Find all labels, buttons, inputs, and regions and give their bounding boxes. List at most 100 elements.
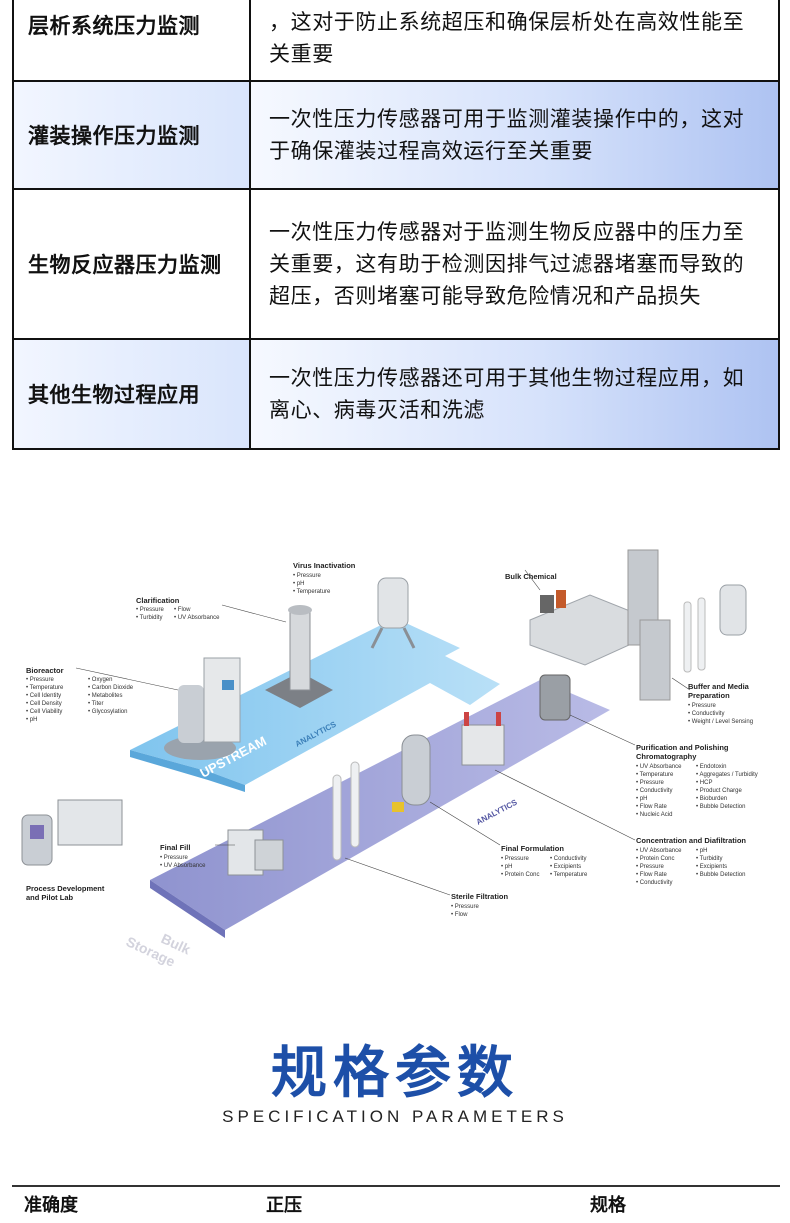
svg-text:• Metabolites: • Metabolites [88,693,122,699]
svg-text:Sterile Filtration: Sterile Filtration [451,892,509,901]
svg-text:• Conductivity: • Conductivity [636,788,672,794]
final-fill-equipment-icon [227,829,284,876]
svg-text:• Bioburden: • Bioburden [696,796,727,802]
svg-text:• Glycosylation: • Glycosylation [88,709,127,715]
table-row: 其他生物过程应用 一次性压力传感器还可用于其他生物过程应用，如离心、病毒灭活和洗… [14,340,778,448]
svg-text:• Temperature: • Temperature [293,589,331,595]
application-name: 层析系统压力监测 [14,0,251,80]
bioreactor-equipment-icon [164,657,241,760]
svg-text:• Flow: • Flow [451,912,468,918]
callout-lines [75,569,691,896]
bioreactor-label: Bioreactor • Pressure • Temperature • Ce… [26,666,134,723]
virus-inactivation-label: Virus Inactivation • Pressure • pH • Tem… [293,561,356,595]
spec-header-spec: 规格 [590,1195,626,1216]
svg-text:Process Development: Process Development [26,884,105,893]
svg-text:• Pressure: • Pressure [636,780,664,786]
clarification-equipment-icon [265,605,333,708]
clarification-label: Clarification • Pressure • Flow • Turbid… [136,596,220,621]
pilot-lab-equipment-icon [21,799,123,866]
svg-text:and Pilot Lab: and Pilot Lab [26,893,74,902]
svg-text:Buffer and Media: Buffer and Media [688,682,750,691]
application-description: 一次性压力传感器可用于监测灌装操作中的，这对于确保灌装过程高效运行至关重要 [251,82,778,188]
bulk-chemical-equipment-icon [529,549,659,666]
svg-text:• Pressure: • Pressure [293,573,321,579]
application-name: 生物反应器压力监测 [14,190,251,338]
table-row: 灌装操作压力监测 一次性压力传感器可用于监测灌装操作中的，这对于确保灌装过程高效… [14,82,778,190]
svg-text:• Protein Conc: • Protein Conc [501,872,539,878]
table-row: 生物反应器压力监测 一次性压力传感器对于监测生物反应器中的压力至关重要，这有助于… [14,190,778,340]
bulk-chemical-label: Bulk Chemical [505,572,557,581]
svg-text:• Aggregates / Turbidity: • Aggregates / Turbidity [696,772,758,778]
svg-text:• pH: • pH [501,864,512,870]
svg-text:• Turbidity: • Turbidity [696,856,722,862]
svg-text:• Pressure: • Pressure [688,703,716,709]
process-development-label: Process Development and Pilot Lab [26,884,105,902]
svg-text:Concentration and Diafiltratio: Concentration and Diafiltration [636,836,746,845]
svg-text:Chromatography: Chromatography [636,752,697,761]
svg-text:• Protein Conc: • Protein Conc [636,856,674,862]
svg-text:• Excipients: • Excipients [550,864,581,870]
svg-text:• Bubble Detection: • Bubble Detection [696,872,745,878]
purification-label: Purification and Polishing Chromatograph… [636,743,758,818]
svg-text:• Pressure: • Pressure [501,856,529,862]
svg-text:Virus Inactivation: Virus Inactivation [293,561,356,570]
svg-text:Bioreactor: Bioreactor [26,666,64,675]
spec-table-header: 准确度 正压 规格 [12,1185,780,1223]
svg-text:• Excipients: • Excipients [696,864,727,870]
svg-text:• Pressure: • Pressure [26,677,54,683]
svg-text:Preparation: Preparation [688,691,730,700]
svg-text:• Bubble Detection: • Bubble Detection [696,804,745,810]
svg-text:• Flow Rate: • Flow Rate [636,804,667,810]
final-fill-label: Final Fill • Pressure • UV Absorbance [160,843,206,869]
svg-text:• HCP: • HCP [696,780,712,786]
bioprocess-illustration: UPSTREAM ANALYTICS DOWNSTREAM ANALYTICS … [21,549,758,970]
application-description: ，这对于防止系统超压和确保层析处在高效性能至关重要 [269,10,745,66]
sterile-filtration-equipment-icon [332,761,360,861]
svg-text:• Oxygen: • Oxygen [88,677,112,683]
spec-title: 规格参数 [271,1041,519,1106]
svg-text:Final Fill: Final Fill [160,843,190,852]
svg-text:• Flow Rate: • Flow Rate [636,872,667,878]
svg-text:• Conductivity: • Conductivity [550,856,586,862]
svg-text:• UV Absorbance: • UV Absorbance [174,615,220,621]
svg-text:• Carbon Dioxide: • Carbon Dioxide [88,685,134,691]
svg-text:• Flow: • Flow [174,607,191,613]
analytics-label: ANALYTICS [475,797,520,826]
svg-text:• Temperature: • Temperature [550,872,588,878]
svg-text:• pH: • pH [636,796,647,802]
svg-text:• Conductivity: • Conductivity [688,711,724,717]
svg-text:• Cell Identity: • Cell Identity [26,693,61,699]
svg-text:• Weight / Level Sensing: • Weight / Level Sensing [688,719,753,725]
final-formulation-label: Final Formulation • Pressure • pH • Prot… [501,844,588,878]
application-name: 灌装操作压力监测 [14,82,251,188]
spec-header-accuracy: 准确度 [24,1195,78,1216]
svg-text:• pH: • pH [26,717,37,723]
svg-text:• Turbidity: • Turbidity [136,615,162,621]
svg-text:• Pressure: • Pressure [636,864,664,870]
bulk-storage-label: Bulk Storage [124,930,193,970]
application-table: 层析系统压力监测 ，这对于防止系统超压和确保层析处在高效性能至关重要 灌装操作压… [12,0,780,450]
table-row: 层析系统压力监测 ，这对于防止系统超压和确保层析处在高效性能至关重要 [14,0,778,82]
svg-text:• UV Absorbance: • UV Absorbance [636,764,682,770]
svg-text:• Nucleic Acid: • Nucleic Acid [636,812,672,818]
svg-text:• pH: • pH [293,581,304,587]
svg-text:• Pressure: • Pressure [451,904,479,910]
application-description: 一次性压力传感器对于监测生物反应器中的压力至关重要，这有助于检测因排气过滤器堵塞… [269,220,745,308]
svg-text:Purification and Polishing: Purification and Polishing [636,743,729,752]
final-formulation-equipment-icon [392,734,431,812]
svg-text:Clarification: Clarification [136,596,180,605]
buffer-equipment-icon [639,584,747,701]
svg-text:• Titer: • Titer [88,701,103,707]
application-name: 其他生物过程应用 [14,340,251,448]
svg-text:• Temperature: • Temperature [636,772,674,778]
virus-inactivation-equipment-icon [370,577,416,649]
svg-text:• Endotoxin: • Endotoxin [696,764,726,770]
svg-text:• UV Absorbance: • UV Absorbance [160,863,206,869]
spec-header-positive-pressure: 正压 [266,1195,302,1216]
purification-equipment-icon [461,674,571,766]
svg-text:• Conductivity: • Conductivity [636,880,672,886]
buffer-media-label: Buffer and Media Preparation • Pressure … [688,682,753,725]
svg-text:• Cell Density: • Cell Density [26,701,62,707]
svg-text:• Cell Viability: • Cell Viability [26,709,62,715]
svg-text:• Product Charge: • Product Charge [696,788,742,794]
